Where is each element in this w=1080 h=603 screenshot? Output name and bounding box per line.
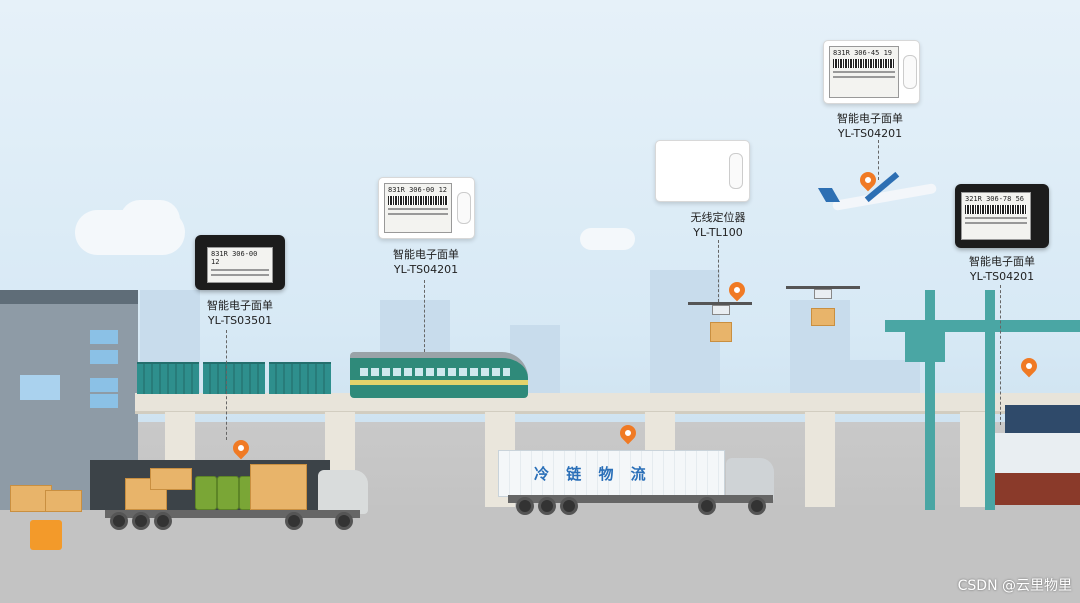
device-name: 智能电子面单 xyxy=(969,255,1035,268)
device-model: YL-TS03501 xyxy=(207,314,273,327)
screen-text: 831R 306-45 19 xyxy=(833,49,893,57)
bridge-pillar xyxy=(165,412,195,462)
device-label: 智能电子面单 YL-TS04201 xyxy=(805,111,935,141)
drone-icon xyxy=(688,302,752,342)
device-model: YL-TS04201 xyxy=(393,263,459,276)
freight-car xyxy=(203,362,265,394)
e-paper-label-device: 831R 306-00 12 xyxy=(195,235,285,290)
device-screen: 321R 306-78 56 xyxy=(961,192,1031,240)
ship-icon xyxy=(995,405,1080,505)
e-paper-label-device: 831R 306-45 19 xyxy=(823,40,920,104)
crane-icon xyxy=(885,290,1080,510)
device-buttons xyxy=(457,192,471,224)
device-name: 无线定位器 xyxy=(690,211,746,224)
cloud xyxy=(120,200,180,240)
screen-text: 831R 306-00 12 xyxy=(211,250,258,266)
device-model: YL-TS04201 xyxy=(969,270,1035,283)
airplane-icon xyxy=(817,171,940,215)
screen-text: 831R 306-00 12 xyxy=(388,186,448,194)
skyline-building xyxy=(650,270,720,410)
bridge-pillar xyxy=(645,412,675,452)
location-pin-icon xyxy=(725,278,749,302)
device-buttons xyxy=(729,153,743,189)
e-paper-label-device: 321R 306-78 56 xyxy=(955,184,1049,248)
wireless-locator-device xyxy=(655,140,750,202)
screen-text: 321R 306-78 56 xyxy=(965,195,1025,203)
device-label: 智能电子面单 YL-TS03501 xyxy=(175,298,305,328)
watermark: CSDN @云里物里 xyxy=(957,578,1072,594)
connector-line xyxy=(718,240,719,302)
freight-car xyxy=(269,362,331,394)
device-model: YL-TL100 xyxy=(693,226,743,239)
forklift-icon xyxy=(30,520,62,550)
device-name: 智能电子面单 xyxy=(393,248,459,261)
connector-line xyxy=(424,280,425,352)
connector-line xyxy=(1000,285,1001,425)
location-pin-icon xyxy=(229,436,253,460)
device-name: 智能电子面单 xyxy=(837,112,903,125)
drone-icon xyxy=(786,286,860,326)
train-icon xyxy=(350,352,528,398)
device-buttons xyxy=(903,55,917,89)
device-screen: 831R 306-00 12 xyxy=(207,247,273,283)
cloud xyxy=(580,228,635,250)
device-screen: 831R 306-00 12 xyxy=(384,183,452,233)
connector-line xyxy=(226,330,227,440)
device-label: 智能电子面单 YL-TS04201 xyxy=(361,247,491,277)
truck-icon xyxy=(90,460,370,530)
e-paper-label-device: 831R 306-00 12 xyxy=(378,177,475,239)
freight-car xyxy=(137,362,199,394)
connector-line xyxy=(878,140,879,180)
device-name: 智能电子面单 xyxy=(207,299,273,312)
truck-text: 冷 链 物 流 xyxy=(534,465,652,483)
device-model: YL-TS04201 xyxy=(837,127,903,140)
cold-chain-truck-icon: 冷 链 物 流 xyxy=(498,450,778,520)
bridge-pillar xyxy=(805,412,835,507)
device-screen: 831R 306-45 19 xyxy=(829,46,899,98)
device-label: 智能电子面单 YL-TS04201 xyxy=(937,254,1067,284)
device-label: 无线定位器 YL-TL100 xyxy=(653,210,783,240)
rail-bridge xyxy=(135,393,1080,414)
pallet-crate xyxy=(45,490,82,512)
location-pin-icon xyxy=(616,421,640,445)
ground xyxy=(0,505,1080,603)
